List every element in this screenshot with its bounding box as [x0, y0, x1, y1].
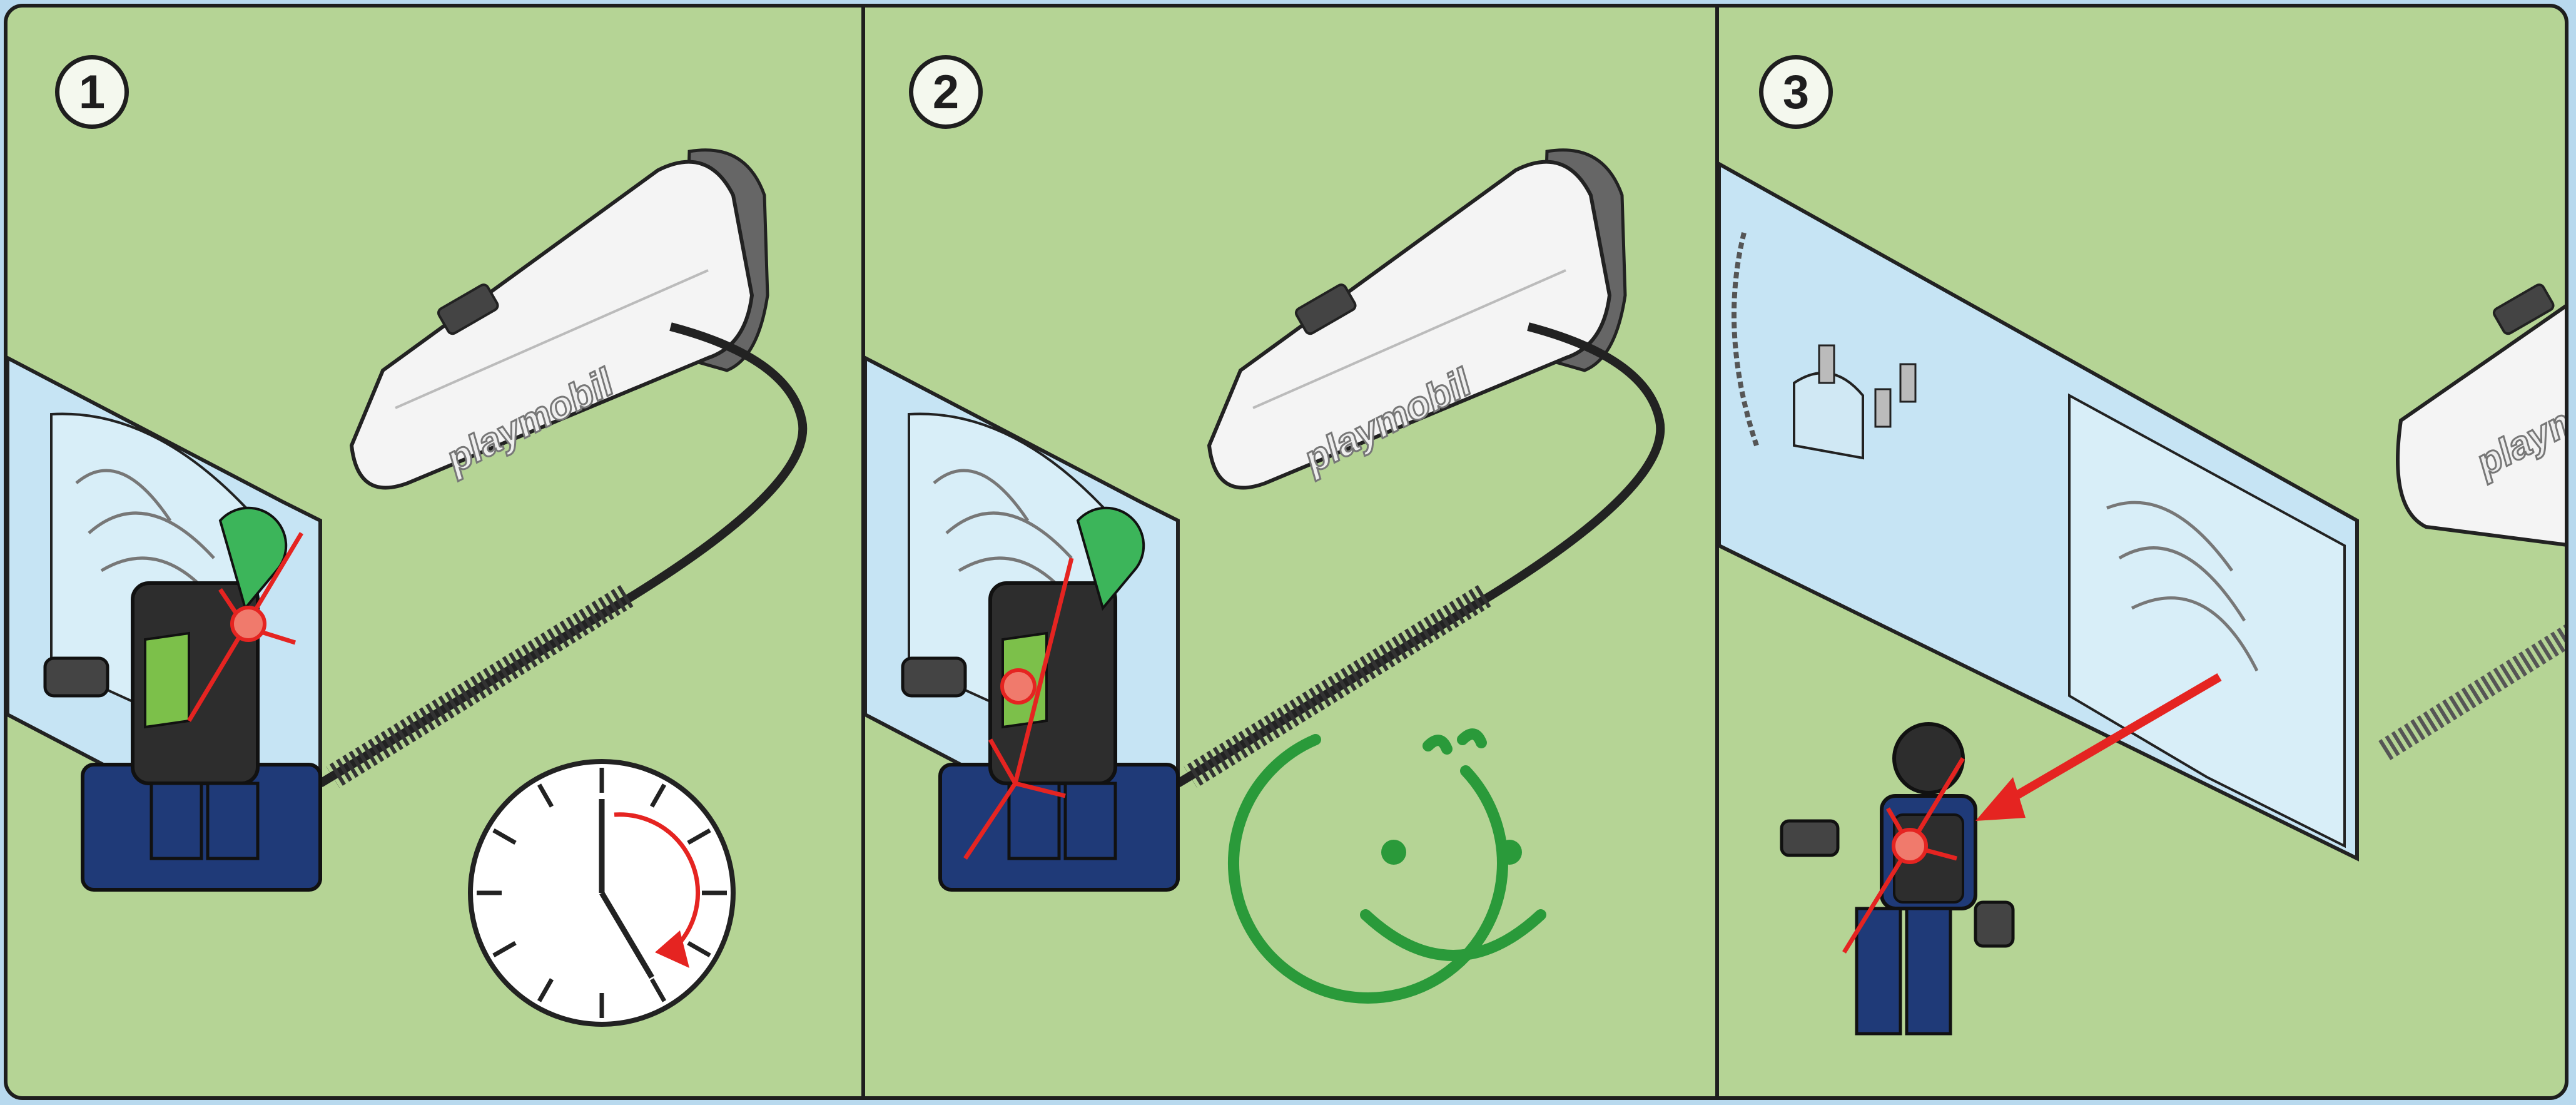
step-panel-2: playmobil	[865, 8, 1715, 1096]
step-panel-3: playmobil 3	[1719, 8, 2568, 1096]
step-3-illustration: playmobil	[1719, 8, 2568, 1100]
step-number-3: 3	[1759, 55, 1833, 129]
step-1-illustration: playmobil	[8, 8, 861, 1100]
battery-charger: playmobil	[1209, 150, 1625, 488]
battery-charger: playmobil	[2398, 283, 2568, 546]
clock-icon	[470, 761, 733, 1024]
battery-charger: playmobil	[352, 150, 768, 488]
step-number-2: 2	[909, 55, 983, 129]
step-panel-1: playmobil	[8, 8, 861, 1096]
console-panel	[1719, 164, 2357, 858]
instruction-frame: playmobil	[4, 4, 2568, 1100]
step-number-1: 1	[55, 55, 129, 129]
cable-spring	[2382, 633, 2568, 752]
smiley-icon	[1234, 734, 1541, 998]
robot-figure	[1782, 724, 2013, 1034]
step-2-illustration: playmobil	[865, 8, 1715, 1100]
